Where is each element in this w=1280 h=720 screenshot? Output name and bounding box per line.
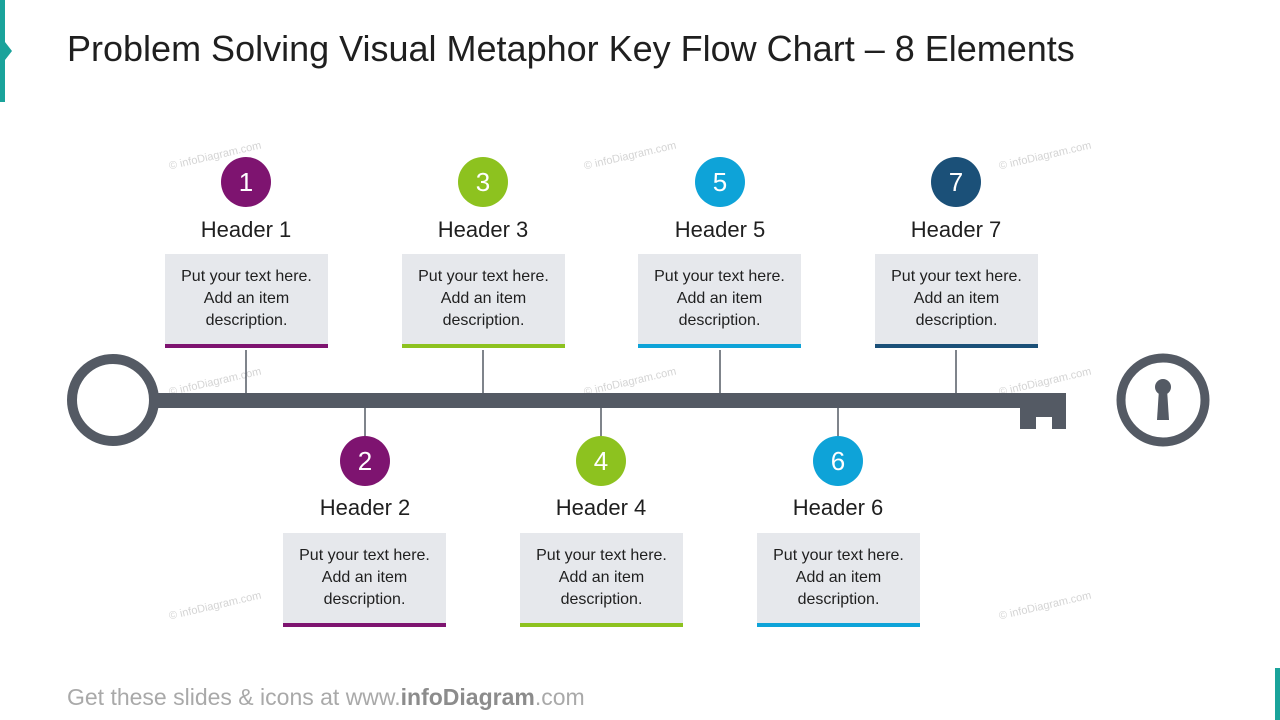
step-6-header: Header 6 — [792, 495, 884, 520]
step-2-text: Put your text here. Add an item descript… — [299, 547, 430, 608]
step-4-text: Put your text here. Add an item descript… — [536, 547, 667, 608]
keyhole-icon — [1116, 353, 1210, 447]
footer-suffix: .com — [534, 684, 585, 710]
step-1-box: Put your text here. Add an item descript… — [165, 254, 328, 348]
key-icon — [67, 354, 1066, 446]
step-3-text: Put your text here. Add an item descript… — [418, 268, 549, 329]
step-5-header: Header 5 — [674, 217, 766, 242]
step-5-box: Put your text here. Add an item descript… — [638, 254, 801, 348]
footer-prefix: Get these slides & icons at www. — [67, 684, 401, 710]
step-3-header: Header 3 — [437, 217, 529, 242]
step-7-text: Put your text here. Add an item descript… — [891, 268, 1022, 329]
step-7-header: Header 7 — [910, 217, 1002, 242]
slide-title: Problem Solving Visual Metaphor Key Flow… — [67, 28, 1075, 69]
accent-corner — [1275, 668, 1280, 720]
footer-credit: Get these slides & icons at www.infoDiag… — [67, 684, 585, 711]
key-bit — [1020, 393, 1066, 429]
step-7-box: Put your text here. Add an item descript… — [875, 254, 1038, 348]
connector-lines — [245, 350, 957, 437]
key-shaft — [152, 393, 1066, 408]
step-5-text: Put your text here. Add an item descript… — [654, 268, 785, 329]
key-bow — [67, 354, 159, 446]
step-6-badge: 6 — [813, 436, 863, 486]
footer-brand: infoDiagram — [400, 684, 535, 710]
step-4-box: Put your text here. Add an item descript… — [520, 533, 683, 627]
step-1-header: Header 1 — [200, 217, 292, 242]
step-2-header: Header 2 — [319, 495, 411, 520]
step-6-box: Put your text here. Add an item descript… — [757, 533, 920, 627]
step-2-box: Put your text here. Add an item descript… — [283, 533, 446, 627]
step-3-badge: 3 — [458, 157, 508, 207]
step-4-badge: 4 — [576, 436, 626, 486]
step-6-text: Put your text here. Add an item descript… — [773, 547, 904, 608]
step-1-text: Put your text here. Add an item descript… — [181, 268, 312, 329]
accent-tab — [0, 0, 5, 102]
step-1-badge: 1 — [221, 157, 271, 207]
step-4-header: Header 4 — [555, 495, 647, 520]
step-2-badge: 2 — [340, 436, 390, 486]
step-3-box: Put your text here. Add an item descript… — [402, 254, 565, 348]
step-5-badge: 5 — [695, 157, 745, 207]
accent-arrow — [5, 42, 12, 60]
step-7-badge: 7 — [931, 157, 981, 207]
